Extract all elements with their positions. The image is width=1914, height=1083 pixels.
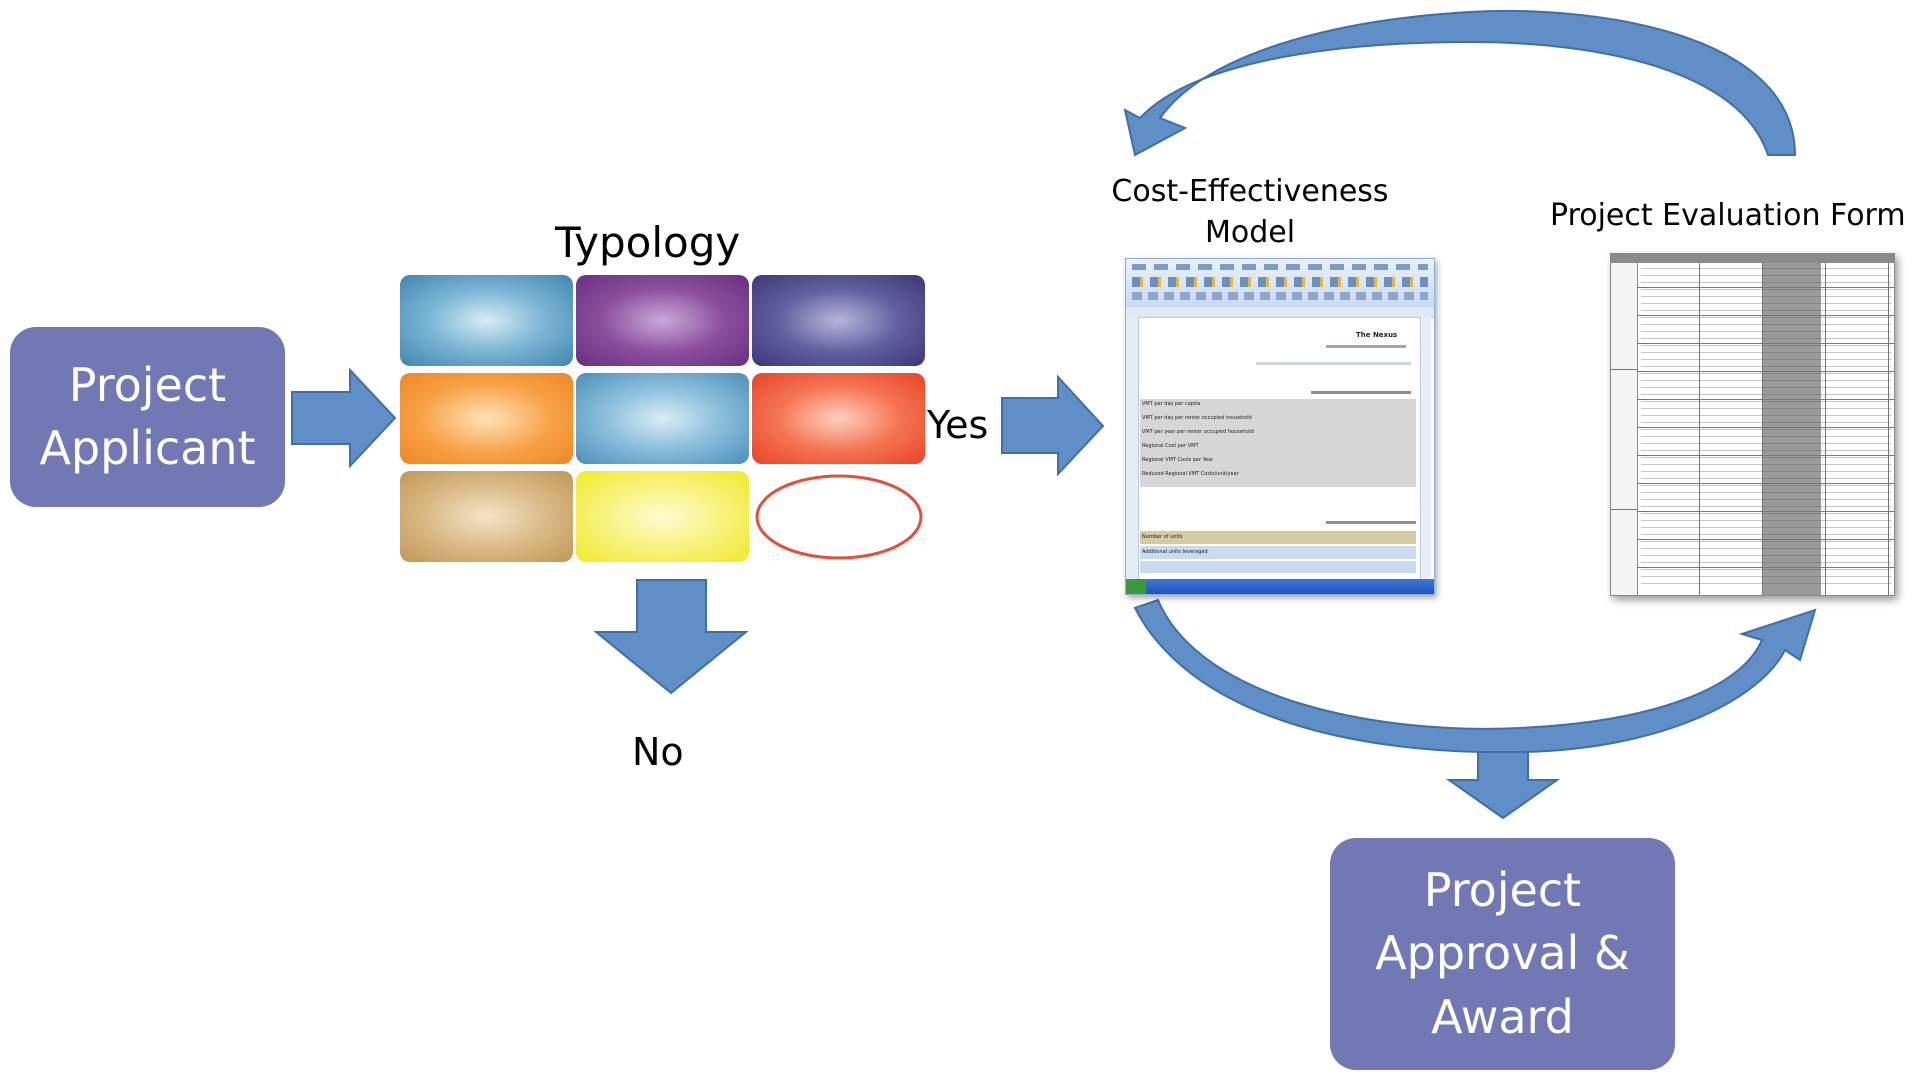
approval-line-3: Award: [1431, 989, 1574, 1044]
applicant-line-1: Project: [68, 357, 227, 412]
typology-cell: [576, 373, 749, 464]
yes-label: Yes: [927, 403, 989, 447]
sheet-shaded-block: VMT per day per capita VMT per day per r…: [1140, 399, 1416, 487]
arrow-right-icon: [1001, 374, 1105, 477]
applicant-line-2: Applicant: [39, 421, 256, 475]
typology-label: Typology: [555, 218, 741, 267]
arrow-down-icon: [593, 579, 749, 695]
sheet-row: Additional units leveraged: [1142, 549, 1208, 555]
approval-line-1: Project: [1423, 862, 1582, 917]
sheet-row: VMT per year per renter occupied househo…: [1142, 429, 1254, 435]
cost-effectiveness-label: Cost-Effectiveness Model: [1110, 172, 1390, 253]
evaluation-form-label: Project Evaluation Form: [1550, 198, 1906, 233]
no-label: No: [632, 730, 684, 774]
typology-cell: [400, 373, 573, 464]
typology-cell: [400, 471, 573, 562]
sheet-row: VMT per day per renter occupied househol…: [1142, 415, 1252, 421]
typology-cell: [752, 275, 925, 366]
approval-line-2: Approval &: [1375, 926, 1630, 981]
project-approval-node: Project Approval & Award: [1330, 838, 1675, 1070]
arrow-right-icon: [291, 367, 397, 469]
project-applicant-node: Project Applicant: [10, 327, 285, 507]
curved-arrow-icon: [1123, 9, 1797, 157]
sheet-title: The Nexus: [1356, 331, 1398, 339]
curved-arrow-icon: [1133, 598, 1817, 754]
sheet-row: Reduced Regional VMT Costs/unit/year: [1142, 471, 1239, 477]
spreadsheet-thumbnail: The Nexus VMT per day per capita VMT per…: [1125, 258, 1435, 595]
typology-grid: [400, 275, 930, 565]
sheet-row: Regional VMT Costs per Year: [1142, 457, 1214, 463]
arrow-down-icon: [1445, 741, 1561, 820]
sheet-row: Regional Cost per VMT: [1142, 443, 1199, 449]
sheet-row: VMT per day per capita: [1142, 401, 1201, 407]
typology-empty-ellipse: [755, 474, 923, 560]
cost-label-line-2: Model: [1204, 214, 1296, 250]
cost-label-line-1: Cost-Effectiveness: [1111, 174, 1389, 209]
typology-cell: [752, 373, 925, 464]
spreadsheet-ribbon: [1126, 259, 1434, 308]
sheet-highlight-row: Number of units: [1140, 531, 1416, 544]
sheet-row: Number of units: [1142, 534, 1183, 540]
sheet-scrollbar: [1420, 317, 1431, 579]
typology-cell: [400, 275, 573, 366]
typology-cell: [576, 275, 749, 366]
evaluation-form-thumbnail: [1610, 253, 1895, 596]
sheet-taskbar: [1126, 579, 1434, 594]
typology-cell: [576, 471, 749, 562]
